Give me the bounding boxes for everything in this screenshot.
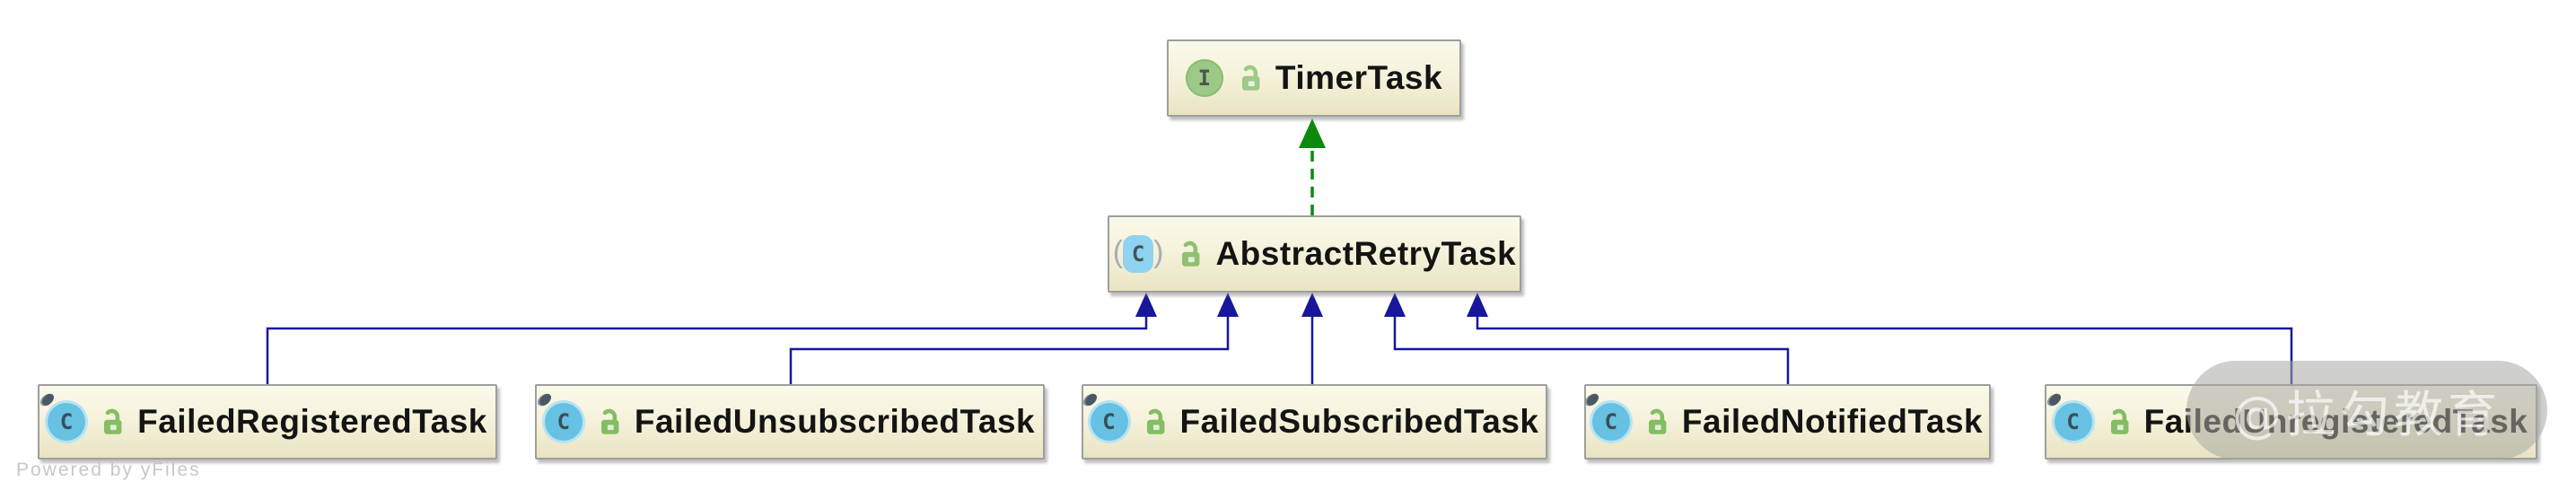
- lagou-watermark: @拉勾教育: [2186, 361, 2547, 460]
- final-marker-icon: [535, 390, 554, 409]
- interface-icon: I: [1185, 59, 1223, 97]
- public-lock-icon: [1643, 407, 1669, 436]
- class-icon: C: [2045, 390, 2092, 441]
- class-icon: C: [535, 390, 583, 441]
- class-node-failednotifiedtask[interactable]: C FailedNotifiedTask: [1582, 384, 1991, 460]
- final-marker-icon: [2045, 390, 2063, 409]
- class-name-label: AbstractRetryTask: [1215, 235, 1517, 272]
- edge-extends-failedunregisteredtask: [1467, 293, 2293, 384]
- extends-arrowhead-icon: [1135, 293, 1157, 317]
- class-icon: C: [1582, 390, 1630, 441]
- implements-arrowhead-icon: [1299, 118, 1326, 148]
- public-lock-icon: [2105, 407, 2132, 436]
- extends-arrowhead-icon: [1467, 293, 1488, 317]
- class-icon: C: [38, 390, 86, 441]
- edge-extends-failednotifiedtask: [1384, 293, 1790, 384]
- class-node-abstractretrytask[interactable]: ( C ) AbstractRetryTask: [1108, 215, 1521, 293]
- final-marker-icon: [1080, 390, 1100, 409]
- final-marker-icon: [38, 390, 57, 409]
- class-node-failedunsubscribedtask[interactable]: C FailedUnsubscribedTask: [535, 384, 1045, 460]
- class-name-label: FailedRegisteredTask: [137, 403, 487, 440]
- abstract-class-icon: ( C ): [1113, 235, 1163, 273]
- public-lock-icon: [1176, 240, 1203, 268]
- class-name-label: FailedSubscribedTask: [1179, 403, 1539, 440]
- public-lock-icon: [1236, 64, 1263, 92]
- class-node-failedsubscribedtask[interactable]: C FailedSubscribedTask: [1080, 384, 1547, 460]
- final-marker-icon: [1582, 390, 1601, 409]
- edge-extends-failedregisteredtask: [266, 293, 1157, 384]
- class-icon: C: [1080, 390, 1128, 441]
- extends-arrowhead-icon: [1301, 293, 1323, 317]
- class-name-label: TimerTask: [1275, 59, 1443, 96]
- class-node-failedregisteredtask[interactable]: C FailedRegisteredTask: [38, 384, 497, 460]
- extends-arrowhead-icon: [1217, 293, 1239, 317]
- public-lock-icon: [595, 407, 622, 436]
- edge-extends-failedsubscribedtask: [1301, 293, 1323, 384]
- watermark-text: @拉勾教育: [2231, 386, 2502, 443]
- class-name-label: FailedUnsubscribedTask: [634, 403, 1036, 440]
- public-lock-icon: [98, 407, 125, 436]
- powered-by-yfiles-label: Powered by yFiles: [16, 460, 201, 480]
- edge-implements: [1299, 118, 1326, 215]
- class-name-label: FailedNotifiedTask: [1681, 403, 1984, 440]
- public-lock-icon: [1141, 407, 1168, 436]
- edge-extends-failedunsubscribedtask: [789, 293, 1239, 384]
- extends-arrowhead-icon: [1384, 293, 1406, 317]
- class-node-timertask[interactable]: I TimerTask: [1167, 39, 1461, 117]
